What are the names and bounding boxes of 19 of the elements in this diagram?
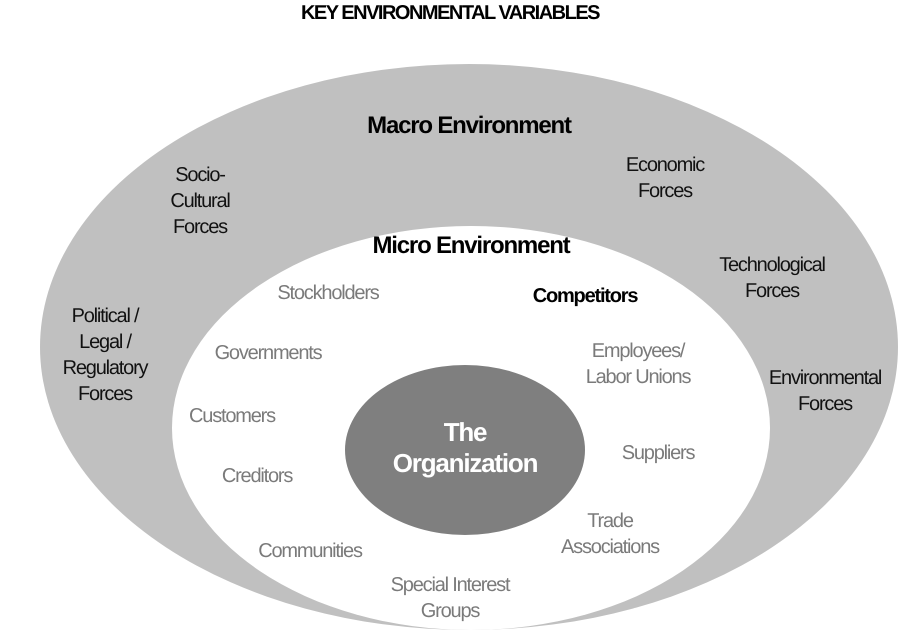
force-label: Political / Legal / Regulatory Forces <box>62 304 149 407</box>
stakeholder-label: Communities <box>257 539 364 564</box>
force-label: Technological Forces <box>718 253 826 304</box>
force-label: Economic Forces <box>624 153 706 204</box>
ellipse-heading: Micro Environment <box>372 232 571 260</box>
stakeholder-label: Special Interest Groups <box>390 573 511 624</box>
stakeholder-label: Governments <box>214 341 323 366</box>
stakeholder-label: Suppliers <box>620 441 696 466</box>
stakeholder-label: Employees/ Labor Unions <box>584 339 692 390</box>
stakeholder-label: Stockholders <box>276 281 380 306</box>
ellipse-heading: Macro Environment <box>366 112 572 140</box>
stakeholder-label: Trade Associations <box>560 509 660 560</box>
force-label: Socio- Cultural Forces <box>169 163 231 240</box>
stakeholder-label: Customers <box>188 404 276 429</box>
ellipse-heading: The Organization <box>392 417 538 479</box>
stakeholder-label: Competitors <box>532 284 639 309</box>
stakeholder-label: Creditors <box>220 464 294 489</box>
diagram-title: KEY ENVIRONMENTAL VARIABLES <box>300 2 601 25</box>
force-label: Environmental Forces <box>768 366 882 417</box>
